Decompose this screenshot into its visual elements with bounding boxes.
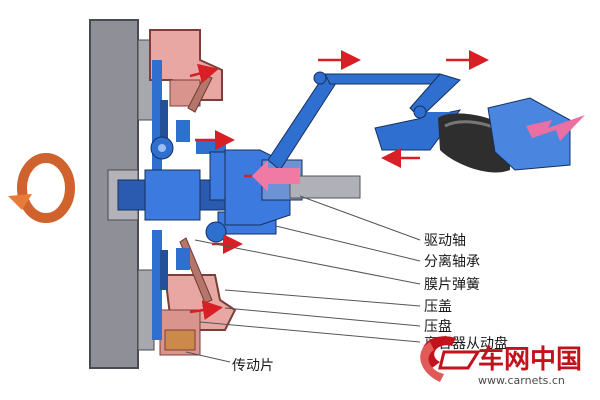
label-diaphragm-spring: 膜片弹簧 xyxy=(424,277,480,293)
rotation-arrow-icon xyxy=(8,153,75,223)
label-release-bearing: 分离轴承 xyxy=(424,253,480,270)
brand-watermark: 车网中国 www.carnets.cn xyxy=(420,336,582,387)
pressure-cover-lower xyxy=(159,274,237,356)
label-drive-strap: 传动片 xyxy=(232,358,274,374)
drive-shaft xyxy=(289,175,361,199)
brand-url: www.carnets.cn xyxy=(478,374,565,387)
label-drive-shaft: 驱动轴 xyxy=(424,233,466,249)
label-pressure-cover: 压盖 xyxy=(424,299,452,315)
bearing-push-arrow-icon xyxy=(252,160,300,192)
leader-lines xyxy=(185,195,421,363)
brand-name: 车网中国 xyxy=(478,344,582,375)
release-linkage xyxy=(267,71,462,171)
driven-disc xyxy=(152,60,190,340)
push-arrow-icon xyxy=(526,115,585,141)
pedal-leg xyxy=(487,97,571,171)
label-pressure-plate: 压盘 xyxy=(424,318,452,335)
brand-logo-icon xyxy=(420,336,481,382)
